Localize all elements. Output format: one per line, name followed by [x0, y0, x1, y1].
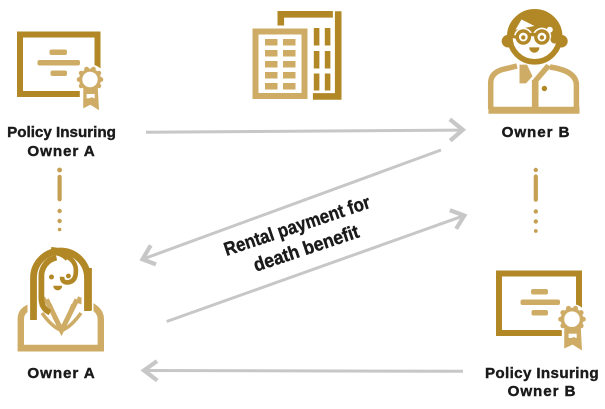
svg-text:Owner B: Owner B — [508, 383, 577, 400]
svg-text:Owner A: Owner A — [27, 365, 95, 382]
svg-text:Owner A: Owner A — [27, 143, 95, 160]
svg-text:Policy Insuring: Policy Insuring — [485, 365, 599, 382]
svg-text:Policy Insuring: Policy Insuring — [7, 124, 116, 141]
svg-text:Owner B: Owner B — [502, 124, 571, 141]
